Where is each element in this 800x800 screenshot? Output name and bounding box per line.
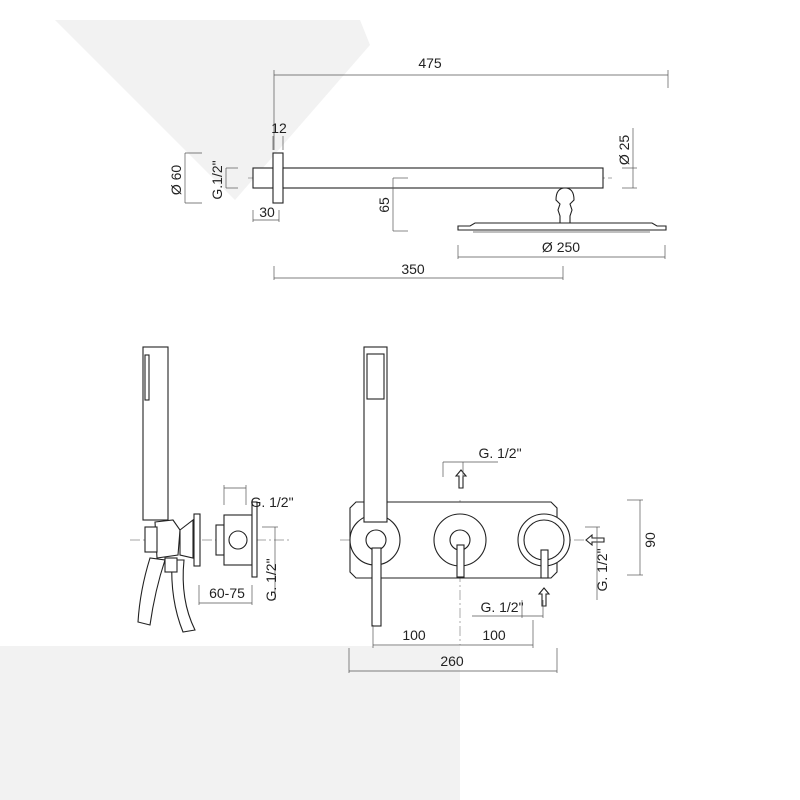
inlet-arrow-right xyxy=(585,533,605,547)
watermark-shape-top xyxy=(55,20,370,200)
shower-arm-view: 475 12 Ø 60 G.1/2" 30 65 Ø 25 Ø 250 xyxy=(168,55,669,280)
front-dim-thread-right: G. 1/2" xyxy=(594,548,610,591)
side-dim-thread-vertical: G. 1/2" xyxy=(263,558,279,601)
nozzle-strip xyxy=(144,354,150,401)
dim-flange-thickness: 12 xyxy=(271,120,287,136)
side-view: G. 1/2" 60-75 G. 1/2" xyxy=(130,346,294,633)
inlet-arrow-top xyxy=(454,469,468,489)
wall-flange xyxy=(272,152,284,204)
mixer-lever xyxy=(456,544,465,578)
dim-arm-diameter: Ø 25 xyxy=(616,135,632,166)
front-view: G. 1/2" 90 G. 1/2" G. 1/2" 100 100 260 xyxy=(340,346,658,673)
holder-bracket xyxy=(154,519,181,559)
dim-total-length: 475 xyxy=(418,55,442,71)
spray-face xyxy=(366,353,385,400)
side-dim-depth: 60-75 xyxy=(209,585,245,601)
shower-head-plate xyxy=(457,222,667,231)
cover-plate xyxy=(193,513,201,567)
thermostat-lever xyxy=(540,549,549,579)
front-dim-total-width: 260 xyxy=(440,653,464,669)
side-dim-thread-top: G. 1/2" xyxy=(250,494,293,510)
thread-nut xyxy=(252,167,274,189)
watermark-shape-bottom xyxy=(0,646,460,800)
hose-left xyxy=(137,557,166,626)
hose-right xyxy=(171,559,196,633)
dim-head-diameter: Ø 250 xyxy=(542,239,580,255)
dim-flange-diameter: Ø 60 xyxy=(168,165,184,196)
dim-arm-projection: 350 xyxy=(401,261,425,277)
dim-thread: G.1/2" xyxy=(209,160,225,199)
diverter-lever xyxy=(371,547,382,627)
dim-nut-length: 30 xyxy=(259,204,275,220)
ball-joint xyxy=(555,187,575,224)
mounting-plate xyxy=(251,501,258,578)
valve-body xyxy=(215,524,225,556)
front-dim-spacing-1: 100 xyxy=(402,627,426,643)
shower-arm xyxy=(282,167,604,189)
front-dim-thread-bottom: G. 1/2" xyxy=(480,599,523,615)
front-dim-thread-top: G. 1/2" xyxy=(478,445,521,461)
front-dim-spacing-2: 100 xyxy=(482,627,506,643)
inlet-arrow-bottom xyxy=(537,587,551,607)
dim-drop: 65 xyxy=(376,197,392,213)
front-dim-height: 90 xyxy=(642,532,658,548)
